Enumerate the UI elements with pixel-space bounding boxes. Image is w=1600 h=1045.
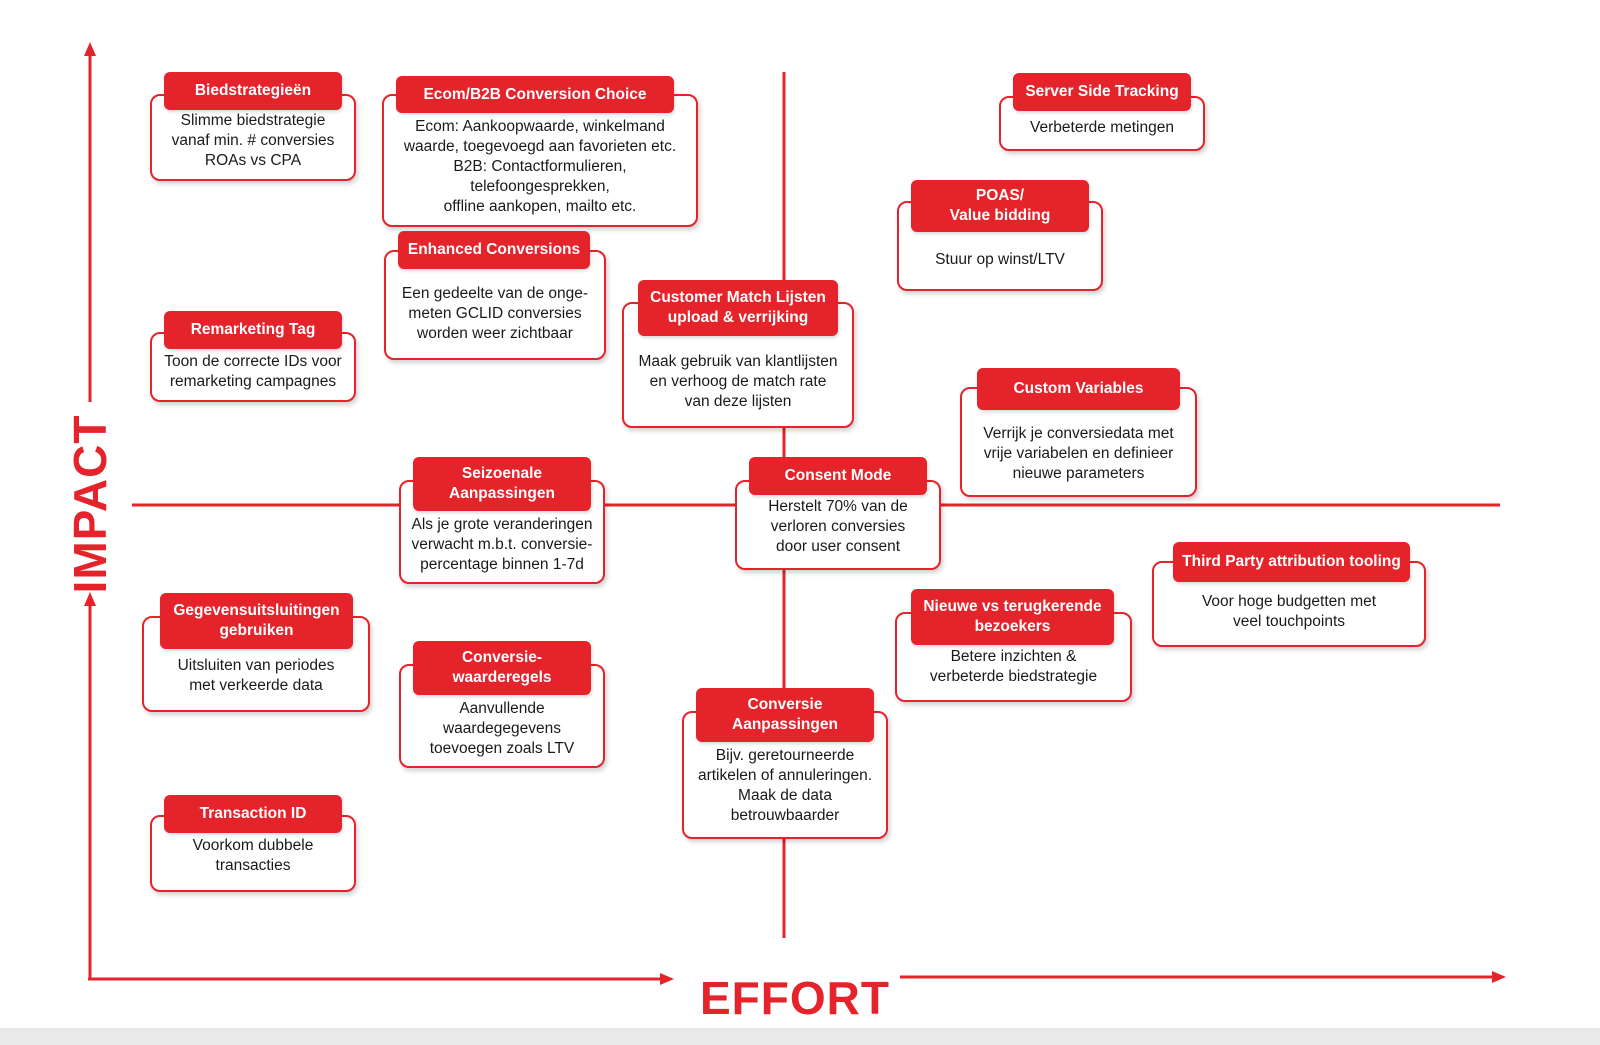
card-body: Toon de correcte IDs voor remarketing ca… (164, 353, 342, 390)
card-body: Herstelt 70% van de verloren conversies … (768, 498, 908, 555)
card-body: Verrijk je conversiedata met vrije varia… (983, 425, 1174, 482)
card-body: Betere inzichten & verbeterde biedstrate… (929, 648, 1098, 685)
card-ecom-b2b: Ecom: Aankoopwaarde, winkelmand waarde, … (382, 94, 698, 227)
card-body: Ecom: Aankoopwaarde, winkelmand waarde, … (403, 118, 677, 215)
card-title-third-party: Third Party attribution tooling (1173, 542, 1410, 582)
card-body: Verbeterde metingen (1030, 119, 1174, 136)
card-title-transaction-id: Transaction ID (164, 795, 342, 833)
card-body: Aanvullende waardegegevens toevoegen zoa… (429, 700, 575, 757)
card-body: Maak gebruik van klantlijsten en verhoog… (638, 353, 838, 410)
card-title-seizoenale: Seizoenale Aanpassingen (413, 457, 591, 511)
card-consent-mode: Herstelt 70% van de verloren conversies … (735, 480, 941, 570)
card-body: Stuur op winst/LTV (935, 251, 1065, 268)
card-title-enhanced-conversions: Enhanced Conversions (398, 231, 590, 269)
x-axis-arrow-right (1492, 971, 1506, 983)
card-title-customer-match: Customer Match Lijsten upload & verrijki… (638, 280, 838, 336)
y-axis-arrow-mid (84, 592, 96, 606)
card-title-poas: POAS/ Value bidding (911, 180, 1089, 232)
card-title-custom-variables: Custom Variables (977, 368, 1180, 410)
card-body: Uitsluiten van periodes met verkeerde da… (177, 657, 335, 694)
card-title-biedstrategieen: Biedstrategieën (164, 72, 342, 110)
y-axis-arrow-top (84, 42, 96, 56)
card-body: Voorkom dubbele transacties (192, 837, 314, 874)
x-axis-arrow-mid (660, 973, 674, 985)
card-body: Slimme biedstrategie vanaf min. # conver… (171, 112, 335, 169)
card-title-conversiewaarderegels: Conversie- waarderegels (413, 641, 591, 695)
card-body: Als je grote veranderingen verwacht m.b.… (411, 516, 593, 573)
card-title-nieuwe-vs-terugkerende: Nieuwe vs terugkerende bezoekers (911, 589, 1114, 645)
card-title-conversie-aanpassingen: Conversie Aanpassingen (696, 688, 874, 742)
y-axis-label: IMPACT (64, 414, 116, 594)
card-title-gegevensuitsluitingen: Gegevensuitsluitingen gebruiken (160, 593, 353, 649)
card-body: Bijv. geretourneerde artikelen of annule… (697, 747, 873, 824)
card-title-server-side: Server Side Tracking (1013, 73, 1191, 111)
x-axis-label: EFFORT (700, 972, 890, 1024)
card-title-remarketing-tag: Remarketing Tag (164, 311, 342, 349)
card-title-ecom-b2b: Ecom/B2B Conversion Choice (396, 76, 674, 113)
card-title-consent-mode: Consent Mode (749, 457, 927, 495)
card-body: Voor hoge budgetten met veel touchpoints (1201, 593, 1377, 630)
bottom-strip (0, 1028, 1600, 1045)
card-body: Een gedeelte van de onge- meten GCLID co… (401, 285, 589, 342)
